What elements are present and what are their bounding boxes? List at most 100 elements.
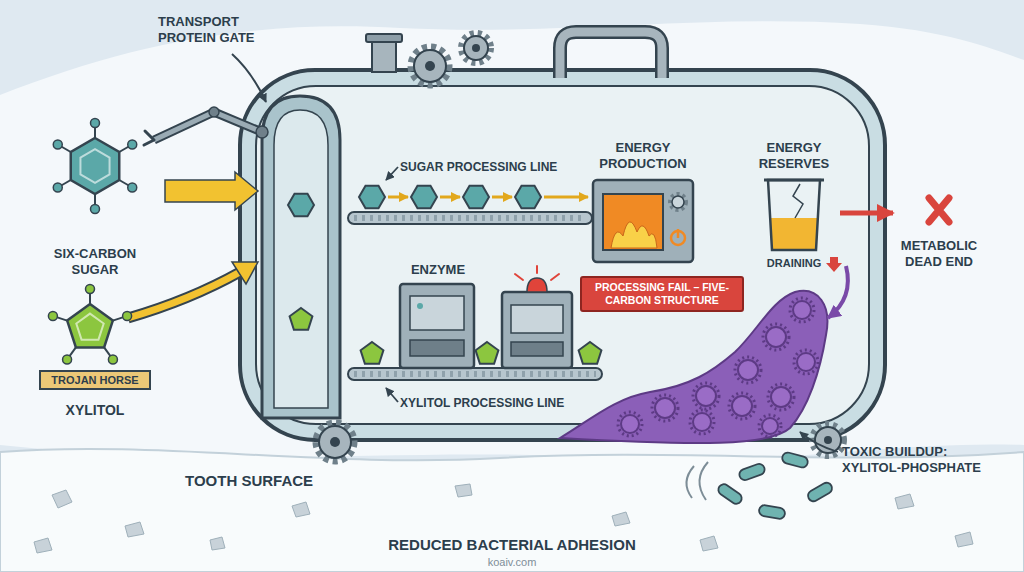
gear-teeth (316, 423, 354, 461)
robot-arm (154, 112, 262, 140)
particle-spikes (652, 395, 678, 421)
atom (128, 183, 137, 192)
alarm-siren (527, 278, 547, 292)
bacterium (738, 462, 766, 481)
component-heading: ENERGY RESERVES (748, 140, 840, 172)
watermark: koaiv.com (412, 556, 612, 569)
arm-joint (256, 126, 268, 138)
part-label: TRANSPORT PROTEIN GATE (158, 14, 283, 45)
ring (67, 304, 113, 347)
enzyme-machine (502, 292, 572, 368)
gear-hub (425, 61, 435, 71)
beaker-glass (768, 180, 820, 250)
particle-spikes (618, 412, 642, 436)
indicator-light (417, 303, 423, 309)
region-label: TOOTH SURFACE (185, 472, 313, 490)
glucose-unit (411, 186, 437, 209)
glucose-unit (359, 186, 385, 209)
toxic-particle (768, 384, 794, 410)
crack (793, 184, 803, 218)
flow-arrow (440, 196, 460, 199)
gear-teeth (812, 424, 844, 456)
particle-body (771, 387, 791, 407)
toxic-particle (759, 415, 781, 437)
gear-hub (330, 437, 340, 447)
toxic-particle (652, 395, 678, 421)
toxic-particle (794, 350, 818, 374)
particle-spikes (759, 415, 781, 437)
particle-body (732, 396, 752, 416)
atom (86, 285, 95, 294)
particle-spikes (763, 324, 789, 350)
ring (71, 138, 119, 194)
xylitol-unit (361, 342, 384, 364)
particle-body (693, 413, 711, 431)
machine-panel (410, 296, 464, 330)
atom (91, 119, 100, 128)
motion-line (699, 462, 708, 500)
flow-arrow (492, 196, 512, 199)
stone (955, 532, 973, 547)
particle-spikes (693, 383, 719, 409)
motion-line (686, 466, 694, 498)
effect-label: REDUCED BACTERIAL ADHESION (262, 536, 762, 554)
atom (48, 311, 57, 320)
stone (52, 490, 72, 508)
stone (455, 484, 472, 497)
flow-arrow (544, 196, 588, 199)
gear-body (319, 426, 351, 458)
siren-ray (536, 266, 538, 273)
sugar-in-gate (288, 194, 314, 217)
atom (91, 205, 100, 214)
siren-ray (551, 274, 559, 280)
stone (34, 538, 52, 553)
gear-body (414, 50, 446, 82)
flame (611, 222, 657, 248)
bacterium (716, 482, 744, 506)
component-heading: ENERGY PRODUCTION (585, 140, 701, 172)
toxic-particle (735, 357, 761, 383)
bacteria (716, 451, 834, 519)
gear (316, 423, 354, 461)
xylitol-unit (579, 342, 602, 364)
outcome-label: METABOLIC DEAD END (893, 238, 985, 270)
conveyor-belt (348, 212, 592, 224)
atom (53, 140, 62, 149)
energy-beaker: ENERGY RESERVES DRAINING (748, 140, 840, 290)
stone (895, 494, 914, 509)
leader-line (386, 388, 398, 402)
gear-teeth (461, 33, 491, 63)
draining-arrow (826, 257, 842, 272)
beaker-rim (764, 179, 824, 182)
callout-label: TOXIC BUILDUP: XYLITOL-PHOSPHATE (842, 444, 1007, 475)
node-shape (20, 292, 170, 442)
belt-stripes (354, 215, 586, 221)
particle-spikes (790, 298, 814, 322)
flow-arrow (388, 196, 408, 199)
cloud-band (0, 21, 1024, 461)
energy-furnace: ENERGY PRODUCTION (585, 140, 701, 265)
power-icon (677, 229, 680, 238)
status-label: DRAINING (748, 256, 840, 270)
atom (128, 140, 137, 149)
sugar-molecule: SIX-CARBON SUGAR (30, 118, 160, 290)
particle-body (762, 418, 778, 434)
toxic-particle (693, 383, 719, 409)
gear-hub (824, 436, 832, 444)
component-heading: ENZYME (398, 262, 478, 278)
particle-body (797, 353, 815, 371)
leader-line (386, 167, 398, 180)
stone (700, 536, 718, 551)
atom (108, 355, 117, 364)
stone (292, 502, 310, 517)
furnace-body (593, 180, 693, 262)
atom (53, 183, 62, 192)
gear-teeth (670, 194, 686, 210)
belt-stripes (354, 371, 596, 377)
atom (63, 355, 72, 364)
particle-spikes (735, 357, 761, 383)
node-shape (398, 262, 478, 368)
gear-body (672, 196, 684, 208)
